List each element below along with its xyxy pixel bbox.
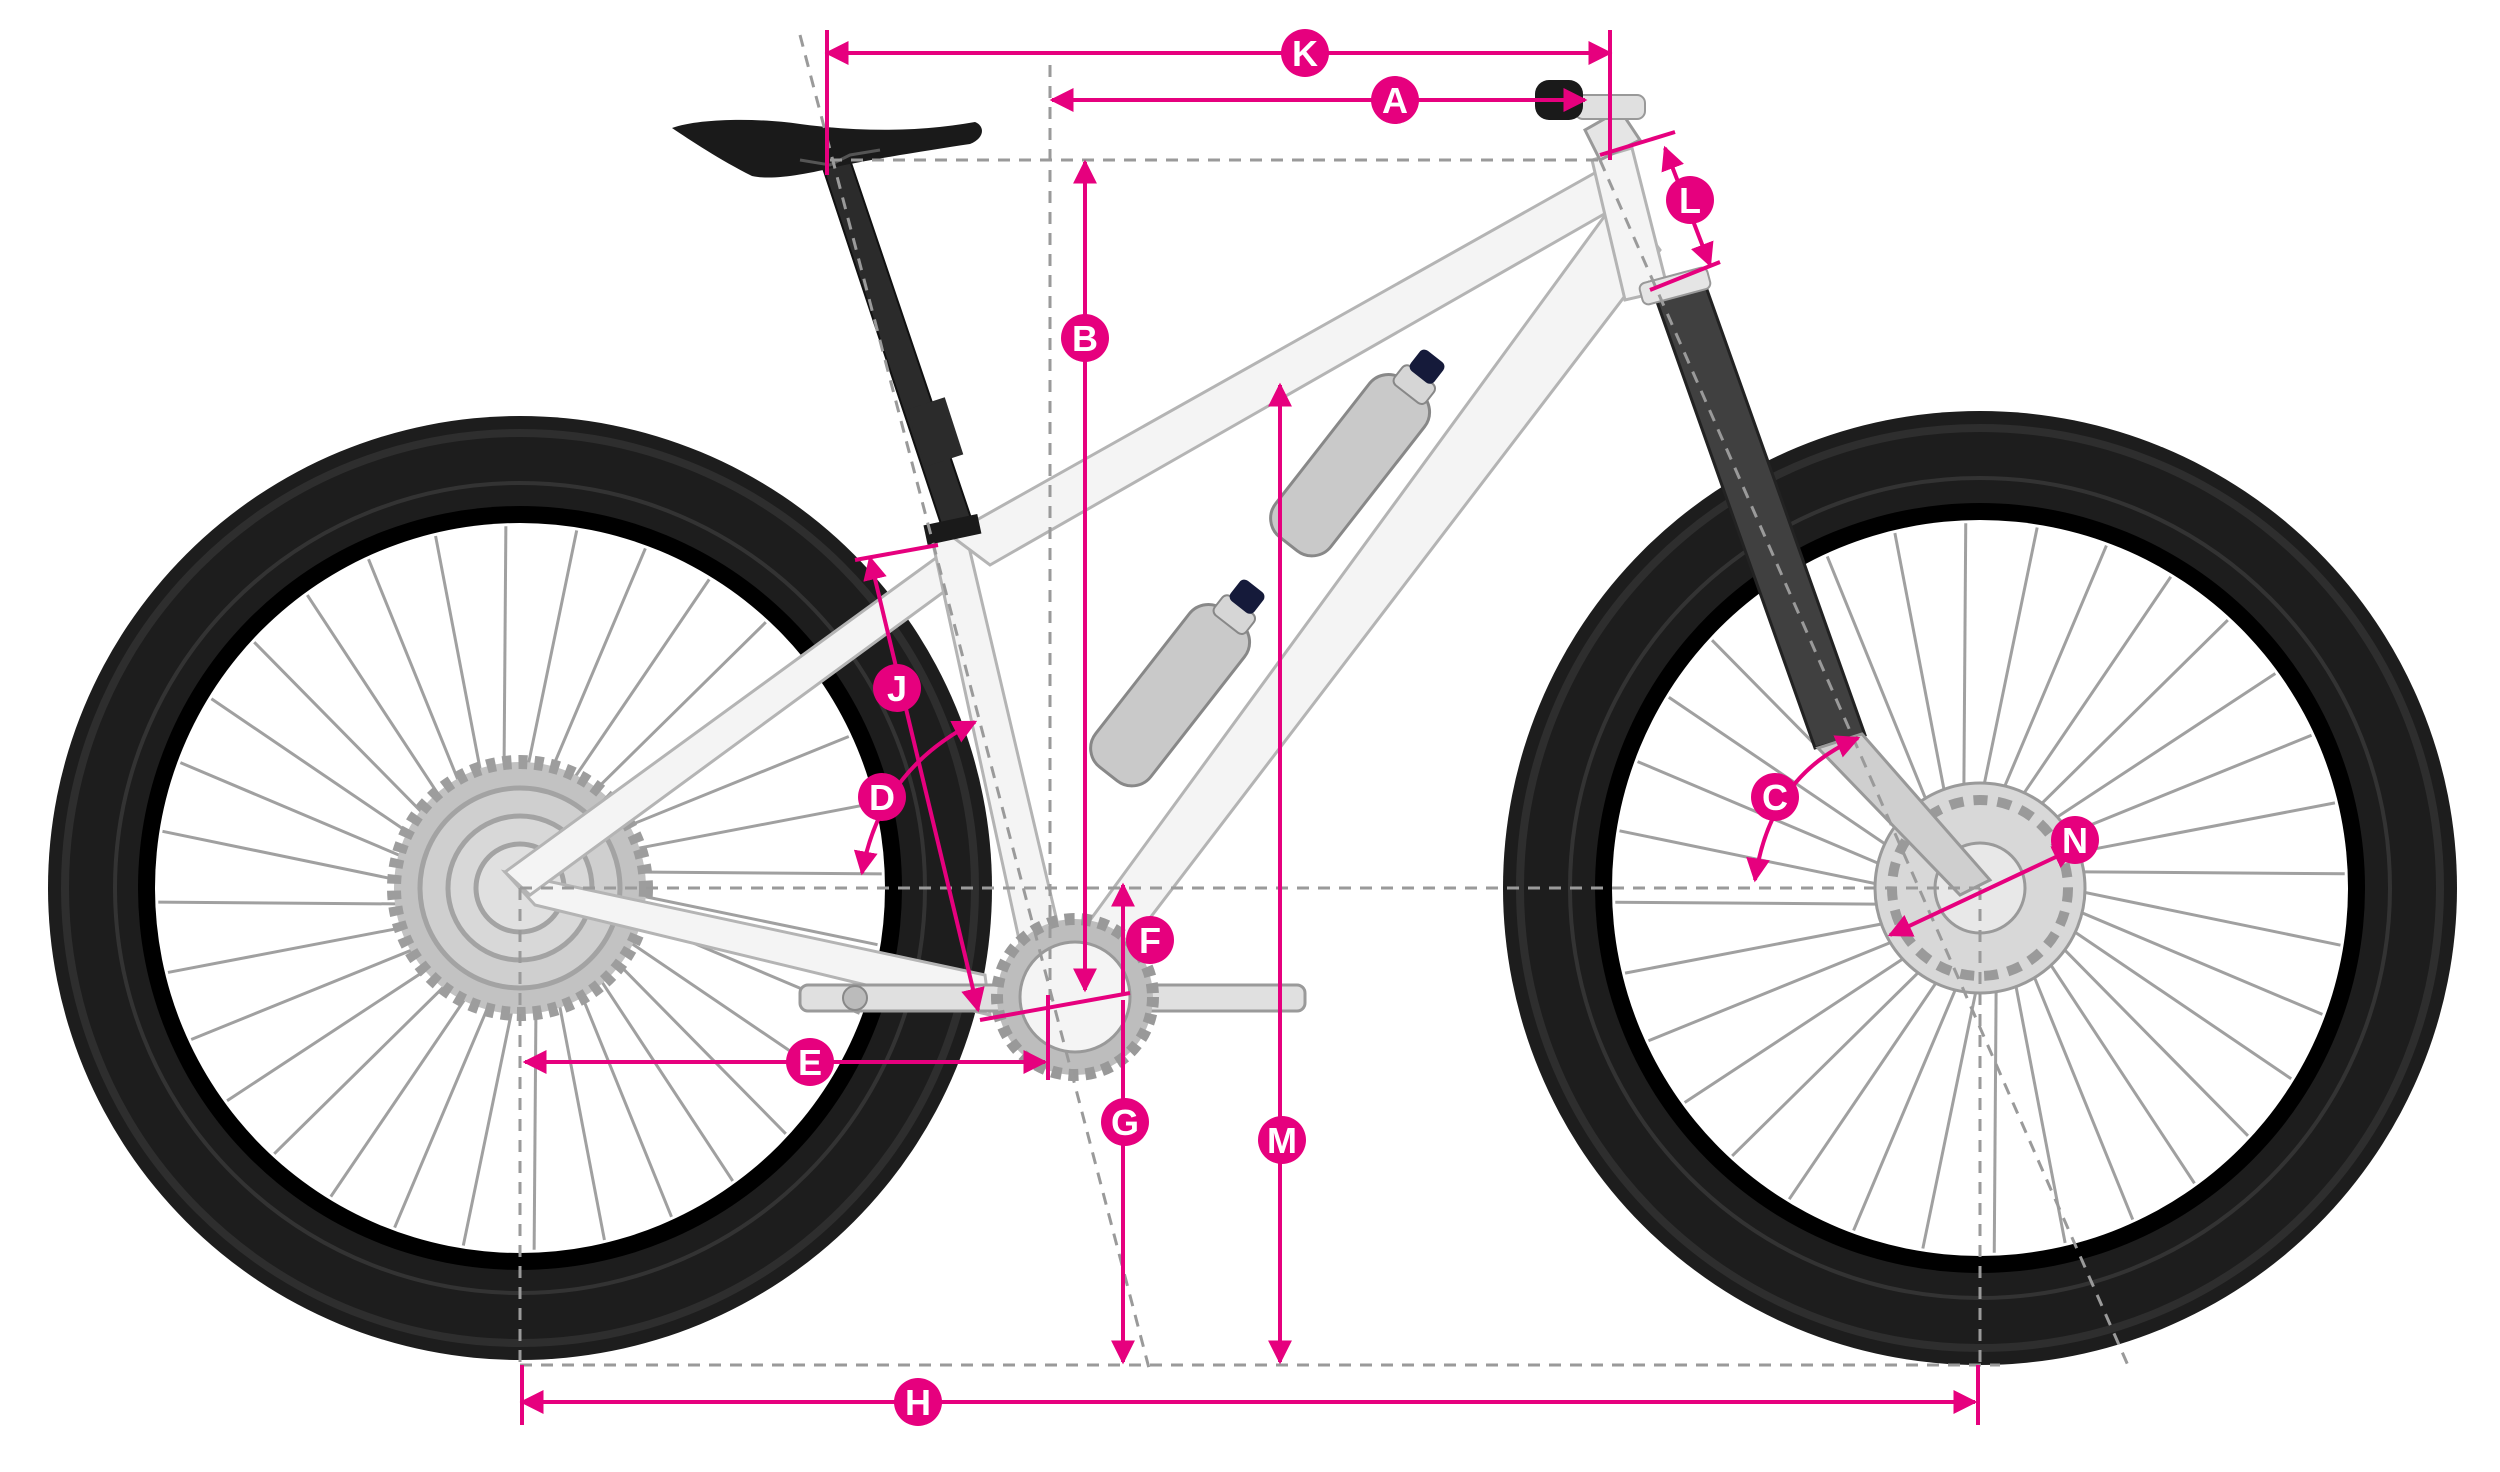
label-J: J — [873, 664, 921, 712]
label-C: C — [1751, 773, 1799, 821]
svg-text:H: H — [905, 1382, 931, 1423]
svg-text:B: B — [1072, 318, 1098, 359]
guide-lines — [518, 34, 2132, 1373]
svg-text:M: M — [1267, 1120, 1297, 1161]
label-M: M — [1258, 1116, 1306, 1164]
svg-text:K: K — [1292, 33, 1318, 74]
svg-text:L: L — [1679, 180, 1701, 221]
label-L: L — [1666, 176, 1714, 224]
label-F: F — [1126, 916, 1174, 964]
svg-text:N: N — [2062, 820, 2088, 861]
label-A: A — [1371, 76, 1419, 124]
label-N: N — [2051, 816, 2099, 864]
label-K: K — [1281, 29, 1329, 77]
svg-text:E: E — [798, 1042, 822, 1083]
svg-text:G: G — [1111, 1102, 1139, 1143]
dimension-lines — [519, 30, 2078, 1425]
label-E: E — [786, 1038, 834, 1086]
label-G: G — [1101, 1098, 1149, 1146]
svg-text:F: F — [1139, 920, 1161, 961]
svg-text:A: A — [1382, 80, 1408, 121]
label-B: B — [1061, 314, 1109, 362]
seatpost-saddle — [672, 119, 982, 545]
frame — [500, 146, 1670, 1017]
label-H: H — [894, 1378, 942, 1426]
bottle-lower — [1089, 579, 1265, 788]
svg-text:D: D — [869, 777, 895, 818]
svg-text:J: J — [887, 668, 907, 709]
label-D: D — [858, 773, 906, 821]
svg-text:C: C — [1762, 777, 1788, 818]
